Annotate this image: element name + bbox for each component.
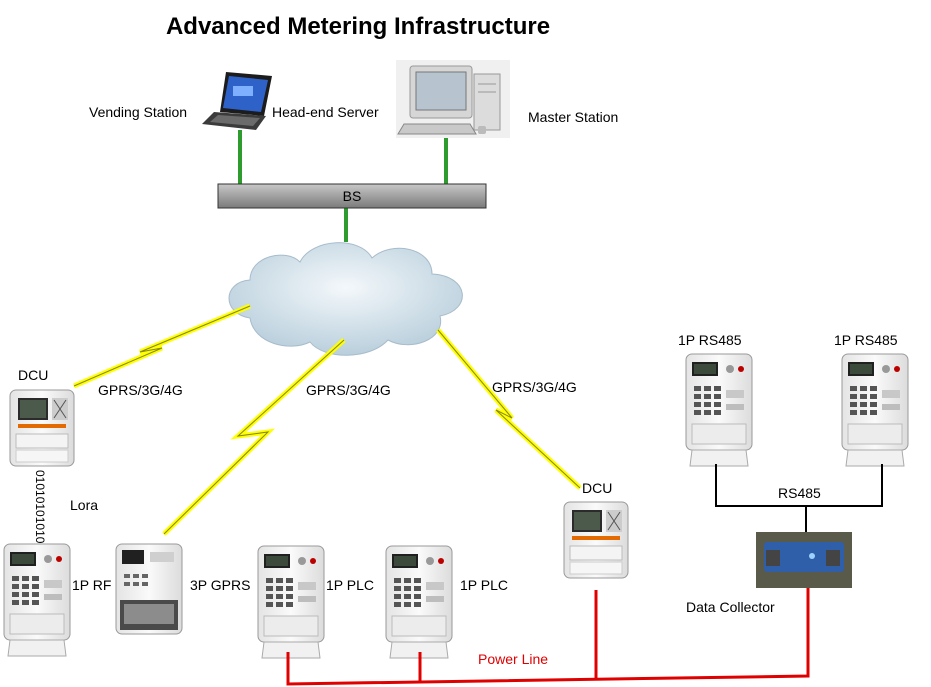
vending-station-label: Vending Station (89, 104, 187, 120)
desktop-computer-icon (396, 60, 510, 138)
gprs-middle-label: GPRS/3G/4G (306, 382, 391, 398)
meter-rs485-b-icon (841, 353, 909, 467)
meter-1p-plc-a-icon (257, 545, 325, 659)
meter-1p-plc-b-icon (385, 545, 453, 659)
bs-bar (217, 183, 487, 209)
bs-label: BS (343, 188, 362, 204)
gprs-left-label: GPRS/3G/4G (98, 382, 183, 398)
meter-rs485-b-label: 1P RS485 (834, 332, 898, 348)
gprs-right-label: GPRS/3G/4G (492, 379, 577, 395)
meter-1p-plc-b-label: 1P PLC (460, 577, 508, 593)
rs485-bus (715, 464, 883, 507)
data-collector-label: Data Collector (686, 599, 775, 615)
meter-1p-rf-label: 1P RF (72, 577, 111, 593)
diagram-title: Advanced Metering Infrastructure (166, 13, 550, 40)
gprs-bolt-middle (162, 338, 346, 536)
rs485-label: RS485 (778, 485, 821, 501)
dcu-left-icon (9, 389, 75, 467)
meter-1p-plc-a-label: 1P PLC (326, 577, 374, 593)
lora-binary: 01010101010 (33, 470, 47, 544)
power-line-label: Power Line (478, 651, 548, 667)
head-end-server-label: Head-end Server (272, 104, 379, 120)
gprs-bolt-right (436, 328, 582, 490)
meter-rs485-a-icon (685, 353, 753, 467)
meter-1p-rf-icon (3, 543, 71, 657)
lora-label: Lora (70, 497, 98, 513)
power-line (286, 588, 810, 686)
laptop-icon (202, 72, 272, 130)
meter-3p-gprs-label: 3P GPRS (190, 577, 250, 593)
gprs-bolt-middle-outline (163, 339, 345, 535)
dcu-right-icon (563, 501, 629, 579)
gprs-bolt-right-outline (437, 329, 581, 489)
dcu-right-label: DCU (582, 480, 612, 496)
meter-rs485-a-label: 1P RS485 (678, 332, 742, 348)
dcu-left-label: DCU (18, 367, 48, 383)
master-station-label: Master Station (528, 109, 618, 125)
meter-3p-gprs-icon (115, 543, 183, 635)
gprs-bolt-left-outline (73, 305, 251, 387)
data-collector-icon (756, 532, 852, 588)
gprs-bolt-left (73, 303, 251, 389)
cloud-icon (228, 242, 463, 356)
